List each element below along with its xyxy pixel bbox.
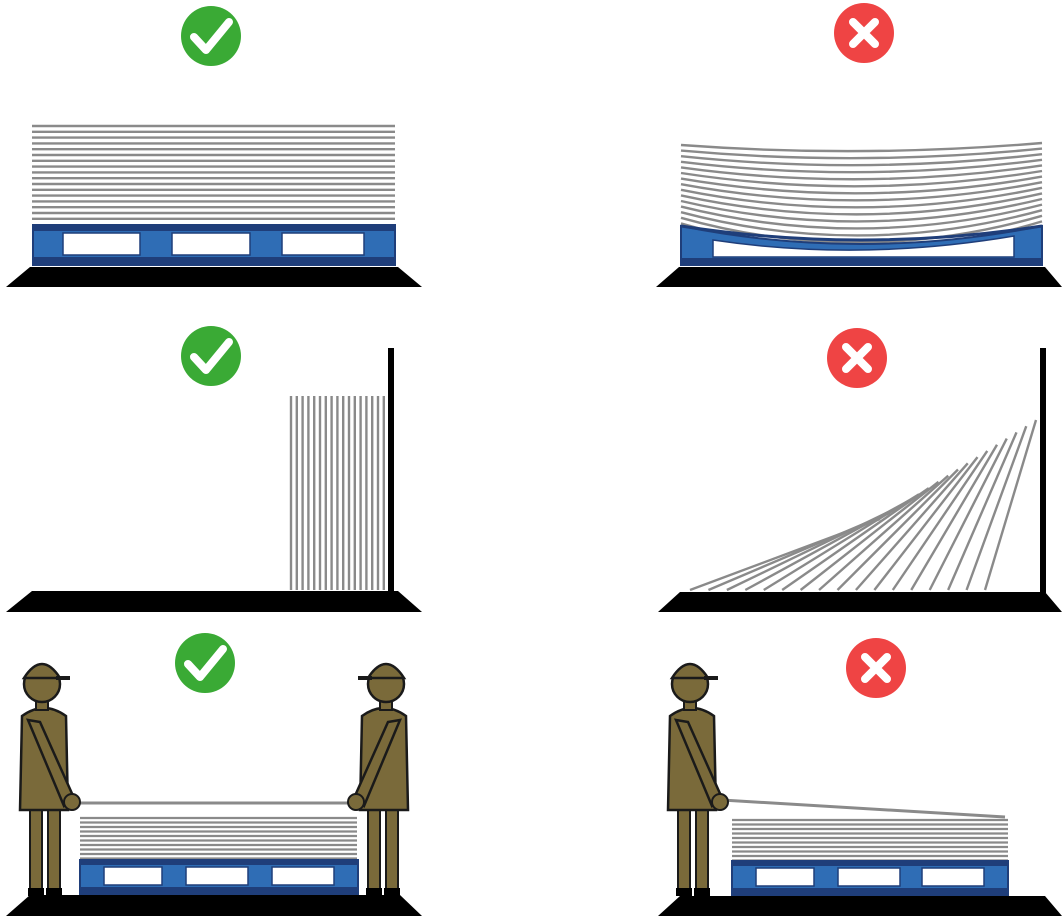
panel-one-person-lift xyxy=(658,638,1062,916)
sheet xyxy=(680,214,1043,244)
sheet xyxy=(680,197,1043,223)
leg xyxy=(695,805,709,895)
pallet xyxy=(32,224,396,266)
sheet xyxy=(781,487,930,591)
sheet xyxy=(680,186,1043,209)
panel-two-person-lift xyxy=(6,633,422,916)
ground xyxy=(658,592,1062,612)
wall xyxy=(388,348,394,593)
panel-stack-sagging-pallet xyxy=(656,3,1062,287)
leaning-sheets xyxy=(689,419,1038,592)
sheet-stack xyxy=(732,818,1008,862)
shoe xyxy=(694,888,710,896)
shoe xyxy=(46,888,62,896)
leg xyxy=(47,805,61,895)
sheet xyxy=(763,493,920,592)
ground xyxy=(658,896,1062,916)
sheet xyxy=(873,456,979,591)
panel-leaning-fan xyxy=(658,328,1062,612)
sheet xyxy=(799,480,940,591)
leg xyxy=(367,805,381,895)
sheet xyxy=(744,499,910,592)
sheet xyxy=(680,164,1043,181)
leg xyxy=(677,805,691,895)
checkmark-icon xyxy=(181,326,241,386)
shoe xyxy=(384,888,400,896)
worker-single xyxy=(666,662,729,896)
sheet xyxy=(680,169,1043,188)
hand xyxy=(711,793,729,811)
cap xyxy=(21,662,63,680)
sheet xyxy=(983,419,1038,591)
cap xyxy=(669,662,711,680)
sheet xyxy=(928,438,1008,591)
sheet xyxy=(910,444,999,591)
checkmark-icon xyxy=(181,6,241,66)
worker-left xyxy=(18,662,81,896)
sheet xyxy=(680,147,1043,160)
sheet xyxy=(680,175,1043,195)
ground xyxy=(656,267,1062,287)
cross-icon xyxy=(834,3,894,63)
wall xyxy=(1040,348,1046,593)
checkmark-icon xyxy=(175,633,235,693)
sheet xyxy=(680,153,1043,167)
hand xyxy=(347,793,365,811)
panel-stack-flat-pallet xyxy=(6,6,422,287)
sheet xyxy=(680,209,1043,237)
upright-sheets xyxy=(289,396,385,590)
cross-icon xyxy=(846,638,906,698)
leg xyxy=(29,805,43,895)
sheet-stack xyxy=(80,816,357,860)
pallet xyxy=(79,859,359,895)
sheet xyxy=(855,462,969,591)
sheet xyxy=(891,450,989,591)
shoe xyxy=(28,888,44,896)
sheet-stack xyxy=(32,124,395,221)
sheet xyxy=(947,431,1018,591)
warped-pallet xyxy=(680,224,1043,266)
sheet xyxy=(680,181,1043,202)
ground xyxy=(6,591,422,612)
panel-vertical-against-wall xyxy=(6,326,422,612)
leg xyxy=(385,805,399,895)
ground xyxy=(6,895,422,916)
cap xyxy=(365,662,407,680)
cross-icon xyxy=(827,328,887,388)
sheet xyxy=(680,158,1043,174)
pallet xyxy=(731,860,1009,896)
hand xyxy=(63,793,81,811)
sheet xyxy=(680,203,1043,230)
sheet xyxy=(965,425,1028,591)
sheet xyxy=(818,474,950,591)
ground xyxy=(6,267,422,287)
sheet xyxy=(680,141,1043,153)
sheet xyxy=(836,468,959,591)
shoe xyxy=(366,888,382,896)
shoe xyxy=(676,888,692,896)
sheet xyxy=(680,192,1043,216)
lifted-sheet xyxy=(721,798,1006,819)
worker-right xyxy=(347,662,410,896)
